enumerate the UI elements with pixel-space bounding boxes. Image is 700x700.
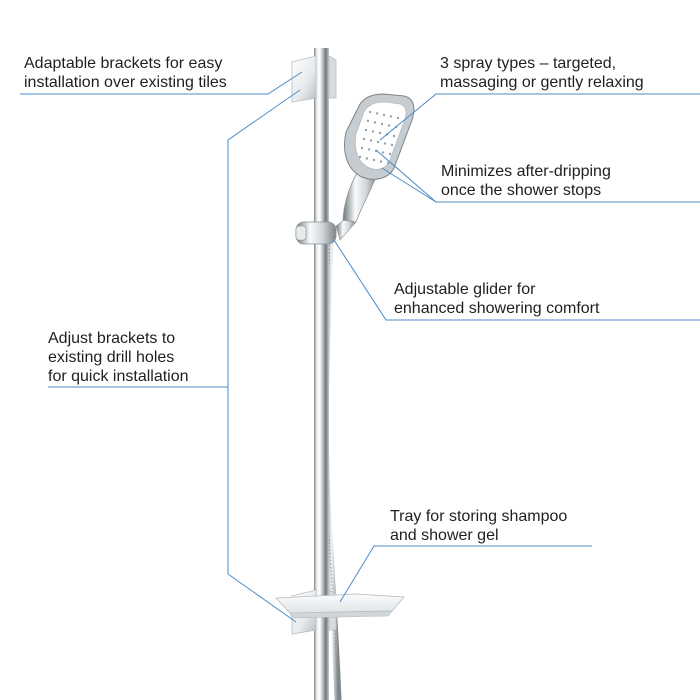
callout-line-spray-types <box>379 93 700 141</box>
callout-drill-holes-line3: for quick installation <box>48 368 189 385</box>
nozzle-dot <box>371 130 375 133</box>
callout-brackets-easy-line2: installation over existing tiles <box>24 74 227 91</box>
callout-line-drill-holes-lower <box>227 387 297 623</box>
nozzle-dot <box>376 140 380 144</box>
callout-drill-holes-line1: Adjust brackets to <box>48 330 176 347</box>
callout-glider: Adjustable glider for enhanced showering… <box>394 280 599 318</box>
callout-line-tray <box>339 545 592 603</box>
nozzle-dot <box>366 119 370 123</box>
nozzle-dot <box>372 158 376 162</box>
callout-spray-types-line2: massaging or gently relaxing <box>440 74 644 91</box>
nozzle-dot <box>375 112 379 115</box>
callout-after-dripping: Minimizes after-dripping once the shower… <box>441 162 611 200</box>
nozzle-dot <box>380 122 384 126</box>
nozzle-dot <box>373 121 377 124</box>
nozzle-dot <box>378 131 382 135</box>
callout-brackets-easy-line1: Adaptable brackets for easy <box>24 55 223 72</box>
nozzle-dot <box>368 110 372 114</box>
spray-nozzles <box>358 110 400 165</box>
nozzle-dot <box>389 115 393 118</box>
callout-spray-types: 3 spray types – targeted, massaging or g… <box>440 54 644 92</box>
nozzle-dot <box>364 128 368 132</box>
nozzle-dot <box>360 146 364 150</box>
callout-after-dripping-line1: Minimizes after-dripping <box>441 163 611 180</box>
wall-rail <box>314 48 329 700</box>
callout-line-glider <box>333 239 700 321</box>
nozzle-dot <box>388 152 392 156</box>
callout-line-drill-holes-upper <box>227 89 301 387</box>
nozzle-dot <box>362 137 366 141</box>
callout-spray-types-line1: 3 spray types – targeted, <box>440 55 617 72</box>
nozzle-dot <box>379 160 383 163</box>
adjustable-glider <box>295 213 357 245</box>
hand-shower <box>342 93 415 223</box>
callout-glider-line2: enhanced showering comfort <box>394 300 600 317</box>
callout-line-brackets-easy <box>20 71 303 95</box>
nozzle-dot <box>358 155 362 159</box>
nozzle-dot <box>367 148 371 151</box>
callout-drill-holes: Adjust brackets to existing drill holes … <box>48 329 189 386</box>
nozzle-dot <box>369 139 373 142</box>
nozzle-dot <box>383 142 387 145</box>
nozzle-dot <box>381 151 385 154</box>
nozzle-dot <box>392 134 396 138</box>
callout-drill-holes-line2: existing drill holes <box>48 349 175 366</box>
shampoo-tray <box>275 593 405 619</box>
callout-tray-line1: Tray for storing shampoo <box>390 508 568 525</box>
nozzle-dot <box>387 124 391 127</box>
top-bracket <box>291 55 337 103</box>
callout-after-dripping-line2: once the shower stops <box>441 182 602 199</box>
callout-tray-line2: and shower gel <box>390 527 499 544</box>
callout-lines <box>20 71 700 623</box>
nozzle-dot <box>382 113 386 117</box>
nozzle-dot <box>386 161 390 165</box>
callout-brackets-easy: Adaptable brackets for easy installation… <box>24 54 227 92</box>
callout-glider-line1: Adjustable glider for <box>394 281 536 298</box>
callout-tray: Tray for storing shampoo and shower gel <box>390 507 567 545</box>
nozzle-dot <box>365 157 369 160</box>
nozzle-dot <box>390 143 394 147</box>
nozzle-dot <box>396 116 400 120</box>
callout-line-after-dripping-b <box>381 167 437 203</box>
